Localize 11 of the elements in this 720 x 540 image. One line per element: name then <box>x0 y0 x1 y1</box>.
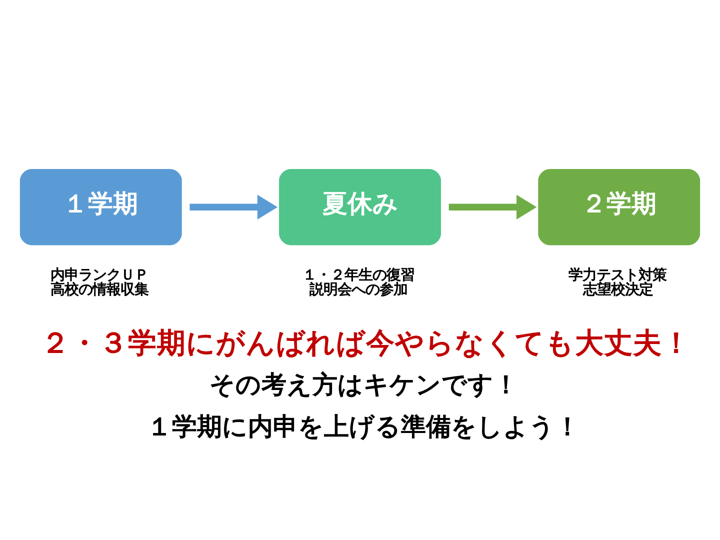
node-label: 高校の情報収集 <box>50 282 148 298</box>
arrow <box>190 194 278 220</box>
node-label: 志望校決定 <box>582 282 653 298</box>
label: ２・３学期にがんばれば今やらなくても大丈夫！ <box>40 325 691 360</box>
arrow <box>448 194 537 220</box>
node-label: 説明会への参加 <box>310 282 408 298</box>
label: １学期に内申を上げる準備をしよう！ <box>147 412 580 442</box>
node-box: １学期 <box>20 169 182 246</box>
node-box: ２学期 <box>538 169 700 246</box>
label: その考え方はキケンです！ <box>209 370 518 400</box>
node-box: 夏休み <box>279 169 441 246</box>
